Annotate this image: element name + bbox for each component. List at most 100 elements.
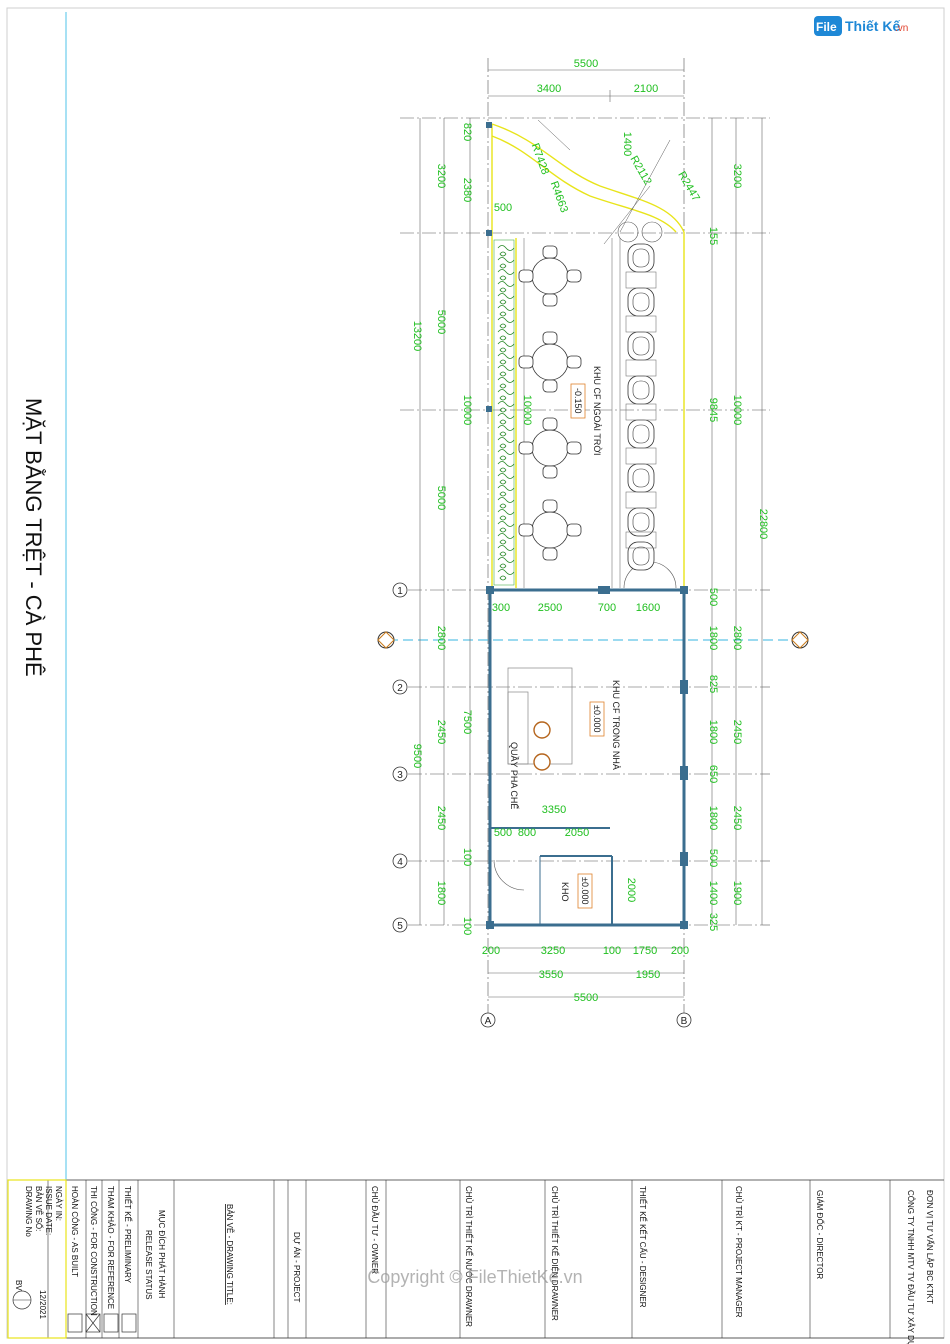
dim-right-d1: 1400: [621, 132, 633, 156]
chair-2-3: [518, 355, 534, 369]
side-table-6: [625, 491, 657, 509]
plant-b-14: [499, 407, 507, 413]
dim-left-mid-1: 3200: [435, 164, 447, 188]
room-bar-label: QUẦY PHA CHẾ: [509, 742, 519, 809]
watermark: Copyright © FileThietKe.vn: [367, 1267, 582, 1287]
plant-25: [497, 533, 515, 539]
dim-left-mid-4: 7500: [461, 710, 473, 734]
dim-right-d2: 155: [707, 227, 719, 245]
dim-right-1: 3200: [731, 164, 743, 188]
plant-15: [497, 413, 515, 419]
dim-right-5: 2450: [731, 806, 743, 830]
lounge-chair-cushion-5: [632, 424, 650, 444]
plant-24: [497, 521, 515, 527]
plant-b-10: [499, 359, 507, 365]
radius-2: R4663: [548, 180, 570, 215]
dim-left-d6: 2450: [435, 806, 447, 830]
storage-level-tag: [577, 873, 593, 909]
dim-in-a3: 700: [598, 602, 616, 614]
plant-b-5: [499, 299, 507, 305]
plant-20: [497, 473, 515, 479]
tb-status-3: THI CÔNG - FOR CONSTRUCTION: [89, 1186, 98, 1316]
plant-b-16: [499, 431, 507, 437]
tb-pm: CHỦ TRÌ KT - PROJECT MANAGER: [734, 1186, 743, 1318]
round-table-3: [531, 429, 569, 467]
tree-2: [641, 221, 663, 243]
outdoor-level-tag: [570, 383, 586, 419]
svg-text:1: 1: [397, 586, 403, 597]
plant-27: [497, 557, 515, 563]
section-marker-right-icon: [791, 631, 809, 649]
plant-13: [497, 389, 515, 395]
plant-b-24: [499, 527, 507, 533]
grid-bubble-4: 4: [392, 853, 408, 869]
tb-company: CÔNG TY TNHH MTV TV ĐẦU TƯ XÂY DỰNG: [906, 1190, 916, 1344]
chair-4-4: [566, 523, 582, 537]
dim-top-a: 3400: [537, 83, 561, 95]
dim-left-d1: 820: [461, 123, 473, 141]
plant-b-3: [499, 275, 507, 281]
dim-top-total: 5500: [574, 58, 598, 70]
dim-left-d8: 100: [461, 917, 473, 935]
round-table-1: [531, 257, 569, 295]
lounge-chair-3: [627, 331, 655, 361]
furniture-layer: [497, 221, 663, 771]
building-walls: [486, 122, 688, 929]
side-table-5: [625, 447, 657, 465]
chair-2-2: [542, 379, 558, 393]
plant-5: [497, 293, 515, 299]
plant-b-26: [499, 551, 507, 557]
dim-in-b: 3350: [542, 804, 566, 816]
lounge-chair-cushion-6: [632, 468, 650, 488]
tb-issue-label: NGÀY IN:: [54, 1186, 63, 1221]
plant-b-6: [499, 311, 507, 317]
chair-1-1: [542, 245, 558, 259]
plant-21: [497, 485, 515, 491]
tb-drawner-1: CHỦ TRÌ THIẾT KẾ DIỆN DRAWNER: [550, 1186, 560, 1321]
dim-left-outer: 13200: [411, 321, 423, 352]
dim-right-d9: 1800: [707, 806, 719, 830]
logo-domain: .vn: [895, 23, 908, 34]
side-table-4: [625, 403, 657, 421]
dim-right-d7: 1800: [707, 720, 719, 744]
round-table-2: [531, 343, 569, 381]
dim-left-mid-3: 2800: [435, 626, 447, 650]
svg-text:2: 2: [397, 683, 403, 694]
plant-b-21: [499, 491, 507, 497]
dim-right-d3: 9845: [707, 398, 719, 422]
dim-left-mid-2: 10000: [461, 395, 473, 426]
plant-b-1: [499, 251, 507, 257]
dim-left-mid-5: 1800: [435, 881, 447, 905]
tb-company-label: ĐƠN VỊ TƯ VẤN LẬP BC KTKT: [925, 1190, 935, 1304]
tb-issue-date: 12/2021: [38, 1290, 47, 1319]
lounge-chair-1: [627, 243, 655, 273]
round-table-4: [531, 511, 569, 549]
sheet-title: MẶT BẰNG TRỆT - CÀ PHÊ: [21, 398, 46, 677]
lounge-chair-cushion-4: [632, 380, 650, 400]
dim-bot-5: 200: [671, 945, 689, 957]
dim-right-2: 10000: [731, 395, 743, 426]
lounge-chair-cushion-1: [632, 248, 650, 268]
tb-drawner-2: CHỦ TRÌ THIẾT KẾ NƯỚC DRAWNER: [464, 1186, 474, 1327]
grid-bubble-A: A: [480, 1012, 496, 1028]
side-table-3: [625, 359, 657, 377]
plant-b-20: [499, 479, 507, 485]
plant-1: [497, 245, 515, 251]
dim-right-4: 2450: [731, 720, 743, 744]
plant-17: [497, 437, 515, 443]
plant-b-2: [499, 263, 507, 269]
dim-in-a2: 2500: [538, 602, 562, 614]
tb-designer: THIẾT KẾ KẾT CẤU - DESIGNER: [638, 1186, 648, 1308]
dim-top-b: 2100: [634, 83, 658, 95]
svg-text:4: 4: [397, 857, 403, 868]
curved-path-outer: [491, 123, 685, 233]
plant-b-12: [499, 383, 507, 389]
sheet-border: [6, 7, 945, 1339]
checkbox-construction: [85, 1313, 101, 1333]
indoor-level-tag: [589, 701, 605, 737]
grid-bubble-B: B: [676, 1012, 692, 1028]
dim-right-d5: 1800: [707, 626, 719, 650]
grid-bubbles: 1 2 3 4 5 A B: [377, 582, 809, 1028]
bar-stool-2: [533, 753, 551, 771]
lounge-chair-4: [627, 375, 655, 405]
